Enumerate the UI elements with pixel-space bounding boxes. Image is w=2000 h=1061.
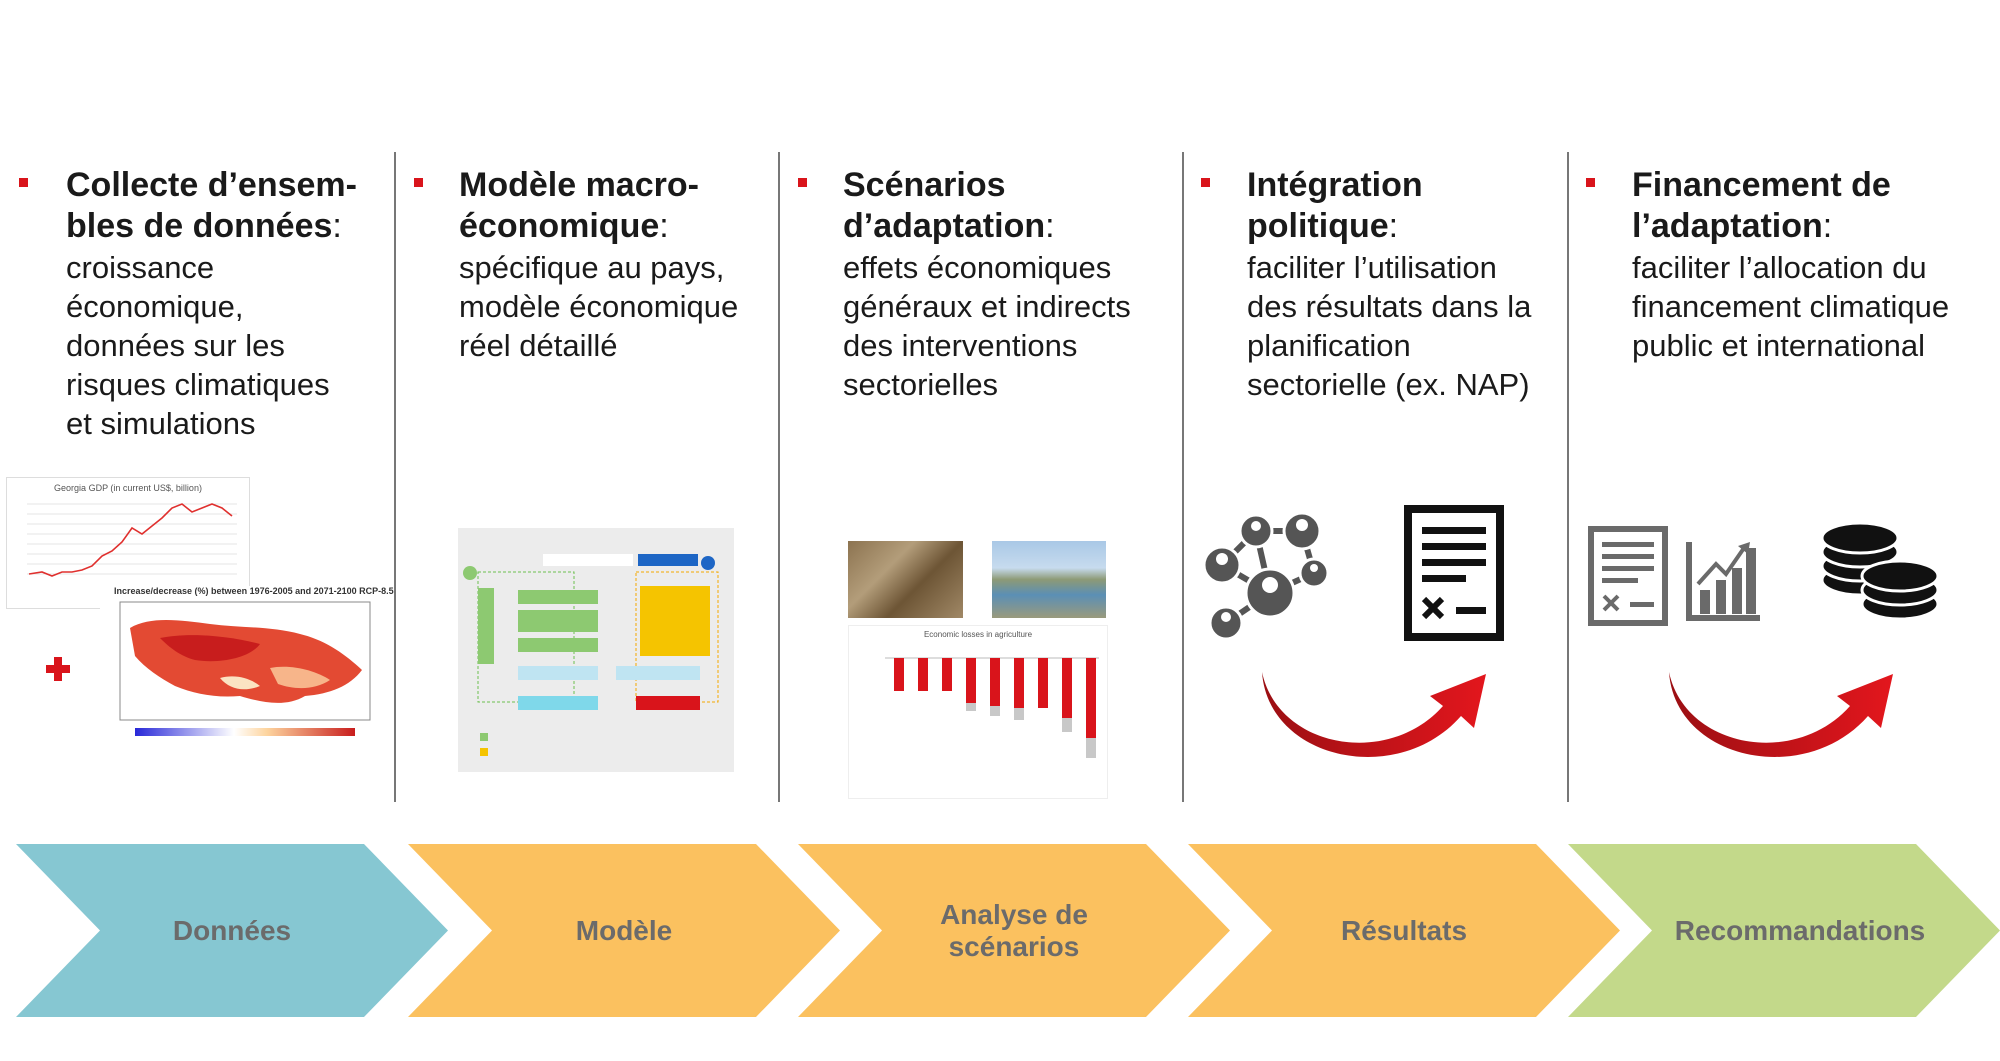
process-chevron-recommendations [1568,844,2000,1017]
column-body: faciliter l’utilisation des résultats da… [1247,250,1532,402]
column-heading: Intégration politique [1247,166,1423,245]
finance-document-icon [1588,526,1668,626]
losses-chart-title: Economic losses in agriculture [923,630,1033,639]
column-heading: Scénarios d’adaptation [843,166,1046,245]
stage-label: Analyse de scénarios [940,898,1088,962]
climate-map-title: Increase/decrease (%) between 1976-2005 … [114,586,394,596]
column-body: spécifique au pays, modèle économique ré… [459,250,739,363]
column-macro-model: Modèle macro- économique: spécifique au … [459,165,777,365]
bar-chart-icon [1686,542,1760,621]
column-adaptation-scenarios: Scénarios d’adaptation: effets économiqu… [843,165,1179,404]
bullet [19,178,28,187]
heading-colon: : [1822,207,1833,245]
bullet [798,178,807,187]
stage-label: Résultats [1340,914,1468,946]
column-body: croissance économique, données sur les r… [66,250,330,441]
bullet [1586,178,1595,187]
curved-arrow-icon [1262,672,1486,757]
column-heading: Modèle macro- économique [459,166,699,245]
network-people-icon [1202,511,1330,641]
column-adaptation-finance: Financement de l’adaptation: faciliter l… [1632,165,1992,365]
column-body: effets économiques généraux et indirects… [843,250,1131,402]
column-divider [1567,152,1569,802]
policy-document-icon [1404,505,1504,641]
process-chevron-results [1188,844,1620,1017]
process-chevron-scenario-analysis [798,844,1230,1017]
climate-map-graphic [119,601,371,736]
model-flowchart-thumbnail [458,528,734,772]
coin-stack-icon [1820,521,1940,621]
process-chevron-data [16,844,448,1017]
heading-colon: : [332,207,342,245]
gdp-chart-title: Georgia GDP (in current US$, billion) [54,483,202,493]
model-flowchart-graphic [463,554,719,756]
climate-map-thumbnail: Increase/decrease (%) between 1976-2005 … [100,586,394,746]
column-divider [394,152,396,802]
stage-label: Recommandations [1674,914,1926,946]
heading-colon: : [1388,207,1399,245]
column-divider [778,152,780,802]
plus-icon [46,657,70,681]
curved-arrow-icon [1669,672,1893,757]
stage-label: Modèle [575,914,673,946]
column-policy-integration: Intégration politique: faciliter l’utili… [1247,165,1565,404]
column-data-collection: Collecte d’ensem- bles de données: crois… [66,165,386,443]
eroded-field-photo [848,541,963,618]
gdp-line-graphic [27,503,237,577]
stage-label: Données [172,914,292,946]
heading-colon: : [1045,207,1055,245]
bullet [414,178,423,187]
irrigation-canal-photo [992,541,1106,618]
process-chevron-model [408,844,840,1017]
bullet [1201,178,1210,187]
losses-chart-thumbnail: Economic losses in agriculture [848,625,1108,799]
heading-colon: : [659,207,669,245]
column-heading: Collecte d’ensem- bles de données [66,166,357,245]
column-body: faciliter l’allocation du financement cl… [1632,250,1950,363]
column-heading: Financement de l’adaptation [1632,166,1891,245]
column-divider [1182,152,1184,802]
losses-bars-graphic [885,657,1099,758]
